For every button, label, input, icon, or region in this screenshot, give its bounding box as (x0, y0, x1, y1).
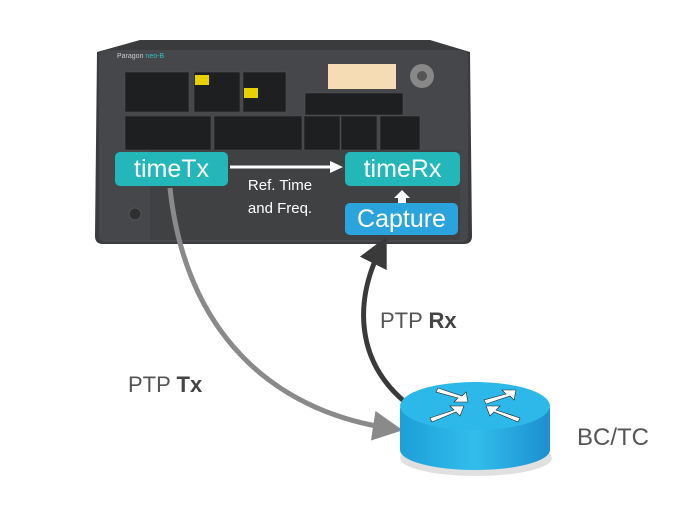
bc-tc-label: BC/TC (577, 424, 649, 451)
time-tx-block: timeTx (115, 152, 228, 186)
capture-arrow (394, 190, 410, 203)
ptp-rx-label: PTP Rx (380, 308, 457, 333)
ptp-tx-link (167, 187, 403, 441)
capture-block: Capture (345, 203, 458, 235)
ref-label-line1: Ref. Time (247, 177, 313, 194)
ptp-tx-label: PTP Tx (128, 372, 203, 397)
router-icon (400, 382, 552, 476)
device-brand: Paragon neo-B (117, 53, 165, 60)
ptp-rx-link (359, 236, 407, 404)
ref-time-freq-label: Ref. Time and Freq. (230, 174, 330, 220)
ref-label-line2: and Freq. (247, 200, 313, 217)
device-display (328, 64, 396, 89)
time-rx-block: timeRx (345, 152, 460, 186)
